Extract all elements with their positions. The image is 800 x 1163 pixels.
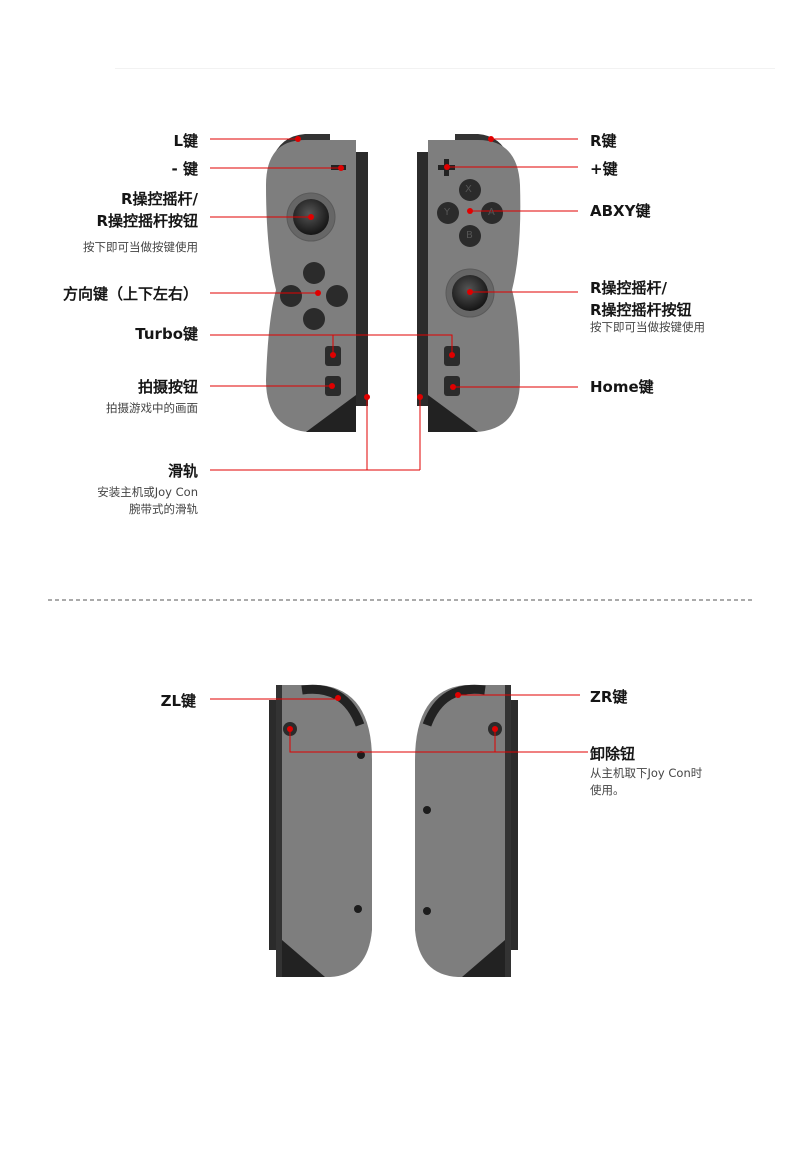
label-turbo: Turbo键 xyxy=(135,325,198,343)
label-home: Home键 xyxy=(590,378,654,396)
note-capture: 拍摄游戏中的画面 xyxy=(106,401,198,415)
a-glyph: A xyxy=(488,207,495,218)
a-button xyxy=(481,202,503,224)
x-button xyxy=(459,179,481,201)
front-leader-dots xyxy=(295,136,494,400)
y-glyph: Y xyxy=(444,207,451,218)
dpad-left xyxy=(280,285,302,307)
label-r-key: R键 xyxy=(590,132,617,150)
y-button xyxy=(437,202,459,224)
label-capture: 拍摄按钮 xyxy=(137,378,198,396)
dpad-down xyxy=(303,308,325,330)
label-release: 卸除钮 xyxy=(590,745,636,763)
left-body xyxy=(266,140,356,432)
label-abxy: ABXY键 xyxy=(590,202,651,220)
note-right-stick: 按下即可当做按键使用 xyxy=(590,320,705,334)
dpad-up xyxy=(303,262,325,284)
left-back-body xyxy=(282,685,372,977)
label-right-stick-1: R操控摇杆/ xyxy=(590,279,668,297)
dpad-right xyxy=(326,285,348,307)
b-glyph: B xyxy=(466,230,473,241)
label-plus-key: +键 xyxy=(590,160,618,178)
label-right-stick-2: R操控摇杆按钮 xyxy=(590,301,692,319)
label-rail: 滑轨 xyxy=(167,462,198,480)
label-zr: ZR键 xyxy=(590,688,628,706)
b-button xyxy=(459,225,481,247)
x-glyph: X xyxy=(465,184,472,195)
back-leader-dots xyxy=(287,692,498,732)
note-rail-2: 腕带式的滑轨 xyxy=(129,502,198,516)
label-left-stick-2: R操控摇杆按钮 xyxy=(96,212,198,230)
note-rail-1: 安装主机或Joy Con xyxy=(97,485,198,499)
label-minus-key: - 键 xyxy=(171,160,198,178)
left-bottom-corner xyxy=(306,395,356,432)
note-release-2: 使用。 xyxy=(590,783,625,797)
label-l-key: L键 xyxy=(173,132,198,150)
label-zl: ZL键 xyxy=(160,692,196,710)
zr-trigger xyxy=(422,684,486,727)
label-left-stick-1: R操控摇杆/ xyxy=(120,190,198,208)
label-dpad: 方向键（上下左右） xyxy=(62,285,198,303)
note-left-stick: 按下即可当做按键使用 xyxy=(83,240,198,254)
front-leader-lines xyxy=(210,138,578,471)
top-divider xyxy=(115,68,775,69)
left-joycon-front xyxy=(266,134,368,432)
back-leader-lines xyxy=(210,694,588,753)
note-release-1: 从主机取下Joy Con时 xyxy=(590,766,703,780)
left-joycon-back xyxy=(269,684,372,977)
right-back-body xyxy=(415,685,505,977)
right-bottom-corner xyxy=(428,395,478,432)
right-joycon-back xyxy=(415,684,518,977)
